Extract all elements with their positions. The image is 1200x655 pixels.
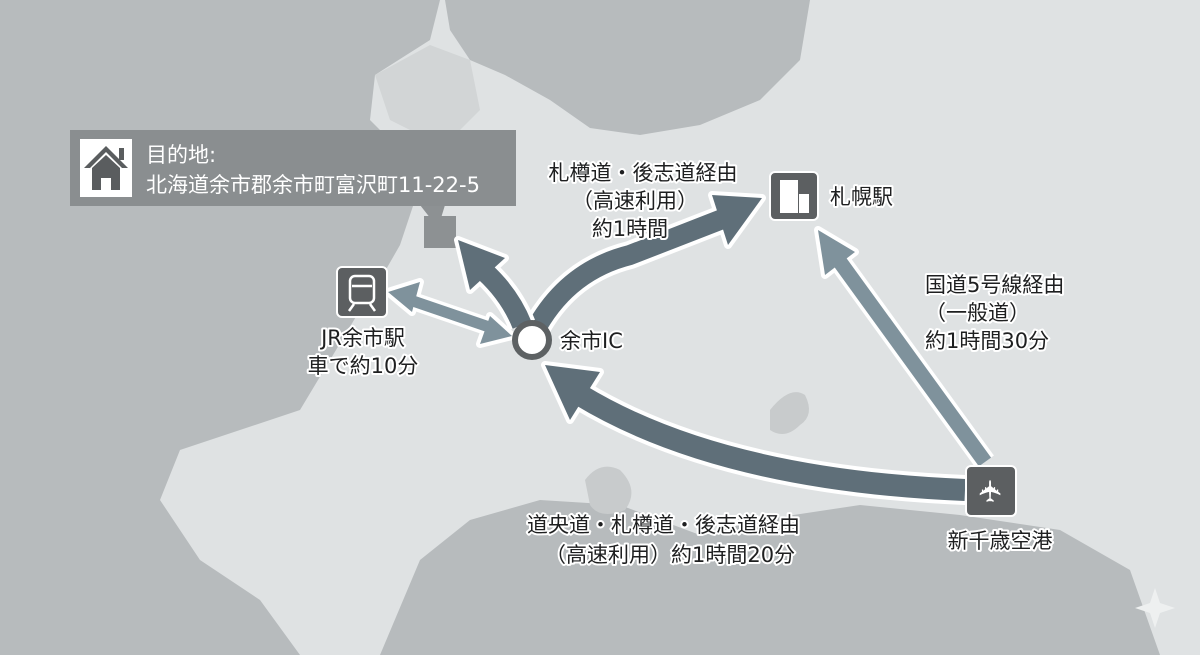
- land-north: [445, 0, 810, 135]
- sapporo-station: 札幌駅: [769, 171, 895, 221]
- svg-text:（高速利用）: （高速利用）: [572, 189, 698, 213]
- airport-name: 新千歳空港: [948, 529, 1053, 553]
- route-label-ic-sapporo: 札樽道・後志道経由 （高速利用） 約1時間: [547, 159, 740, 243]
- sapporo-station-name: 札幌駅: [830, 185, 893, 209]
- destination-callout: 目的地: 北海道余市郡余市町富沢町11-22-5: [70, 130, 516, 206]
- jr-station-name: JR余市駅: [319, 326, 405, 350]
- destination-title: 目的地:: [146, 143, 216, 167]
- destination-address: 北海道余市郡余市町富沢町11-22-5: [146, 173, 480, 197]
- jr-station: JR余市駅 車で約10分: [306, 266, 420, 380]
- house-icon: [84, 146, 128, 190]
- land-south: [380, 500, 1160, 655]
- svg-text:（高速利用）約1時間20分: （高速利用）約1時間20分: [545, 543, 795, 567]
- building-icon: [780, 180, 809, 213]
- land-patch: [375, 45, 480, 135]
- jr-station-note: 車で約10分: [308, 354, 419, 378]
- svg-text:（一般道）: （一般道）: [925, 301, 1030, 325]
- callout-pointer: [420, 205, 445, 228]
- route-label-airport-ic: 道央道・札樽道・後志道経由 （高速利用）約1時間20分: [525, 511, 802, 569]
- sparkle-icon: [1135, 588, 1175, 628]
- svg-text:道央道・札樽道・後志道経由: 道央道・札樽道・後志道経由: [527, 513, 800, 537]
- route-airport-to-sapporo: [814, 226, 994, 469]
- svg-text:国道5号線経由: 国道5号線経由: [925, 273, 1064, 297]
- new-chitose-airport: ✈ 新千歳空港: [946, 465, 1055, 555]
- svg-text:約1時間: 約1時間: [592, 217, 668, 241]
- route-ic-to-sapporo: [525, 191, 766, 333]
- svg-text:札樽道・後志道経由: 札樽道・後志道経由: [549, 161, 738, 185]
- route-ic-to-destination: [454, 236, 535, 331]
- train-icon: [347, 274, 377, 312]
- route-jr-ic: [384, 278, 516, 348]
- yoichi-ic-label: 余市IC: [560, 329, 623, 353]
- route-airport-to-ic: [541, 361, 980, 505]
- yoichi-ic-marker: [512, 320, 552, 360]
- route-label-airport-sapporo: 国道5号線経由 （一般道） 約1時間30分: [923, 271, 1066, 355]
- lake-center: [770, 392, 809, 434]
- lake-south: [585, 466, 632, 514]
- airplane-icon: ✈: [974, 478, 1009, 503]
- svg-text:約1時間30分: 約1時間30分: [925, 329, 1049, 353]
